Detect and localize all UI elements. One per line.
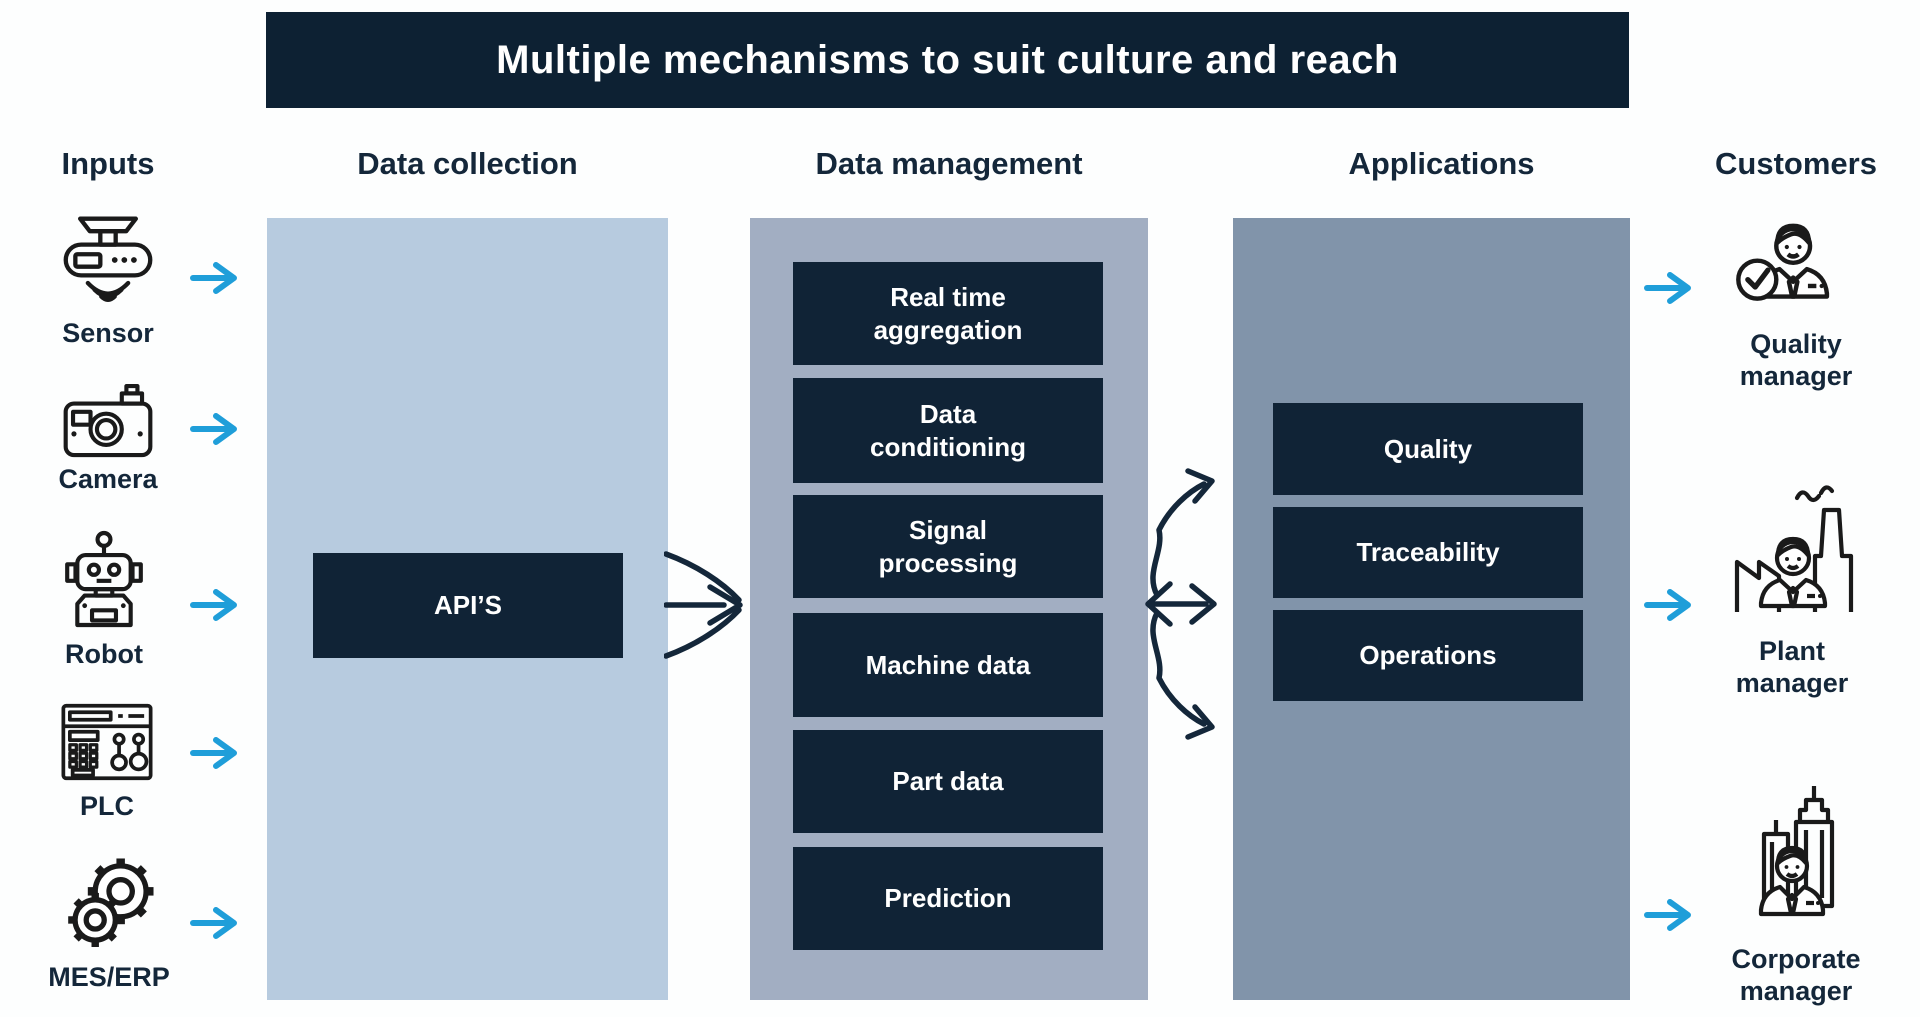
dm-box-machine-data: Machine data: [793, 613, 1103, 717]
input-label-mes-erp: MES/ERP: [48, 962, 170, 992]
management-to-applications-connector-icon: [1145, 468, 1217, 740]
arrow-to-quality-manager-icon: [1644, 272, 1691, 304]
column-header-applications: Applications: [1348, 146, 1535, 181]
arrow-camera-to-collection-icon: [190, 413, 237, 445]
api-box-label: API’S: [434, 590, 502, 621]
diagram-title: Multiple mechanisms to suit culture and …: [496, 37, 1399, 82]
plc-icon: [61, 703, 153, 781]
dm-box-part-data: Part data: [793, 730, 1103, 833]
arrow-to-corporate-manager-icon: [1644, 899, 1691, 931]
robot-icon: [65, 530, 143, 628]
input-label-sensor: Sensor: [62, 318, 154, 348]
arrow-sensor-to-collection-icon: [190, 262, 237, 294]
sensor-icon: [63, 216, 153, 302]
column-header-inputs: Inputs: [61, 146, 155, 181]
column-header-data-collection: Data collection: [357, 146, 578, 181]
arrow-robot-to-collection-icon: [190, 589, 237, 621]
gears-icon: [68, 858, 154, 947]
arrow-plc-to-collection-icon: [190, 737, 237, 769]
dm-box-signal-processing: Signal processing: [793, 495, 1103, 598]
api-box: API’S: [313, 553, 623, 658]
corporate-manager-icon: [1758, 786, 1835, 917]
app-box-operations: Operations: [1273, 610, 1583, 701]
dm-box-real-time-aggregation: Real time aggregation: [793, 262, 1103, 365]
collection-to-management-arrow-icon: [664, 551, 743, 659]
quality-manager-icon: [1736, 223, 1830, 301]
customer-label-corporate-manager: Corporate manager: [1731, 944, 1861, 1006]
camera-icon: [63, 383, 153, 458]
arrow-mes-erp-to-collection-icon: [190, 907, 237, 939]
app-box-quality: Quality: [1273, 403, 1583, 495]
input-label-robot: Robot: [65, 639, 143, 669]
input-label-camera: Camera: [58, 464, 158, 494]
dm-box-prediction: Prediction: [793, 847, 1103, 950]
input-label-plc: PLC: [80, 791, 134, 821]
title-banner: Multiple mechanisms to suit culture and …: [266, 12, 1629, 108]
dm-box-data-conditioning: Data conditioning: [793, 378, 1103, 483]
customer-label-plant-manager: Plant manager: [1735, 636, 1849, 698]
customer-label-quality-manager: Quality manager: [1739, 329, 1853, 391]
arrow-to-plant-manager-icon: [1644, 589, 1691, 621]
app-box-traceability: Traceability: [1273, 507, 1583, 598]
column-header-data-management: Data management: [815, 146, 1083, 181]
plant-manager-icon: [1734, 485, 1854, 612]
applications-panel: [1233, 218, 1630, 1000]
column-header-customers: Customers: [1715, 146, 1877, 181]
